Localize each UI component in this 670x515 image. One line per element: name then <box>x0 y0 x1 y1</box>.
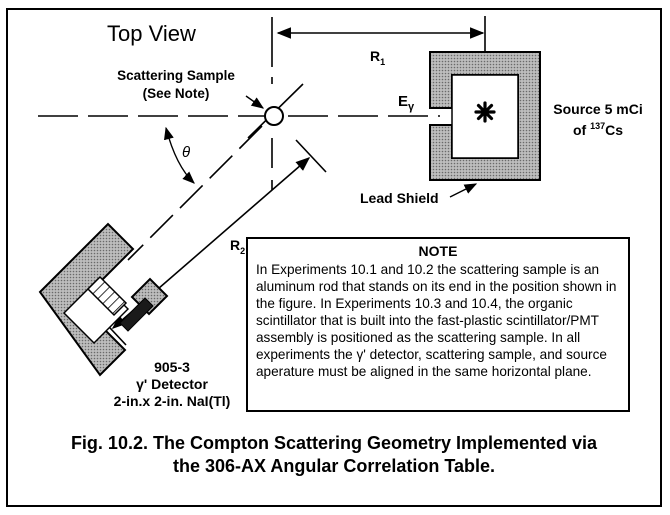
theta-label: θ <box>182 144 190 161</box>
top-view-title: Top View <box>107 21 196 46</box>
sample-label-1: Scattering Sample <box>117 68 235 83</box>
source-star-icon <box>474 101 496 123</box>
caption-line-2: the 306-AX Angular Correlation Table. <box>172 456 496 476</box>
source-label-1: Source 5 mCi <box>553 101 642 117</box>
note-text: In Experiments 10.1 and 10.2 the scatter… <box>256 262 617 379</box>
r2-label: R2 <box>230 237 245 256</box>
e-gamma-label: Eγ <box>398 93 415 113</box>
note-title: NOTE <box>418 243 458 259</box>
source-label-2: of 137Cs <box>573 121 623 138</box>
detector-label-2: γ' Detector <box>136 376 208 392</box>
figure-caption: Fig. 10.2. The Compton Scattering Geomet… <box>6 432 662 478</box>
note-box: NOTE In Experiments 10.1 and 10.2 the sc… <box>246 237 630 412</box>
r1-label: R1 <box>370 48 385 67</box>
gamma-detector <box>38 222 169 377</box>
detector-axis-line <box>127 125 263 261</box>
scattering-sample <box>264 106 284 126</box>
detector-label-3: 2-in.x 2-in. NaI(Tl) <box>114 393 231 409</box>
detector-label-1: 905-3 <box>154 359 190 375</box>
caption-line-1: Fig. 10.2. The Compton Scattering Geomet… <box>70 433 598 453</box>
lead-shield-label: Lead Shield <box>360 190 439 206</box>
sample-label-2: (See Note) <box>143 86 210 101</box>
